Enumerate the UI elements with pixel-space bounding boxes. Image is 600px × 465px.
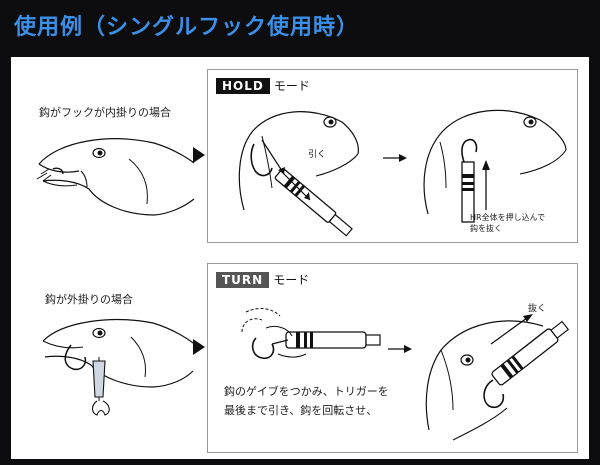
turn-description: 鈎のゲイブをつかみ、トリガーを 最後まで引き、鈎を回転させ、 bbox=[224, 382, 389, 420]
hold-mode-box: HOLD モード bbox=[207, 69, 578, 243]
turn-mode-suffix: モード bbox=[273, 273, 310, 287]
hold-mode-name: HOLD bbox=[216, 77, 270, 94]
hold-caption: 鈎がフックが内掛りの場合 bbox=[39, 106, 171, 119]
hold-mode-suffix: モード bbox=[273, 79, 310, 93]
arrow-right-icon bbox=[388, 345, 412, 353]
arrow-right-icon bbox=[193, 147, 205, 163]
turn-step2-illustration bbox=[425, 314, 570, 441]
instruction-panel: 鈎がフックが内掛りの場合 HOLD モード bbox=[11, 57, 589, 459]
hold-mode-tag: HOLD モード bbox=[216, 77, 310, 94]
turn-mode-tag: TURN モード bbox=[216, 271, 309, 288]
hold-row: 鈎がフックが内掛りの場合 HOLD モード bbox=[11, 57, 589, 257]
turn-mode-name: TURN bbox=[216, 271, 270, 288]
hold-pull-label: 引く bbox=[308, 150, 327, 160]
turn-pull-label: 抜く bbox=[528, 304, 547, 314]
hold-note-line1: HR全体を押し込んで bbox=[470, 213, 546, 222]
fish-outside-hook-illustration bbox=[42, 318, 194, 416]
turn-desc-line1: 鈎のゲイブをつかみ、トリガーを bbox=[224, 385, 389, 398]
hold-step1-illustration bbox=[238, 111, 359, 237]
turn-desc-line2: 最後まで引き、鈎を回転させ、 bbox=[224, 404, 378, 417]
arrow-right-icon bbox=[193, 339, 205, 355]
hold-note-line2: 鈎を抜く bbox=[470, 224, 502, 233]
hold-note: HR全体を押し込んで 鈎を抜く bbox=[470, 212, 545, 234]
arrow-right-icon bbox=[383, 154, 407, 162]
fish-inside-hook-illustration bbox=[36, 138, 195, 216]
hold-step2-illustration bbox=[423, 109, 567, 223]
turn-caption: 鈎が外掛りの場合 bbox=[45, 293, 133, 306]
page-title: 使用例（シングルフック使用時） bbox=[14, 15, 360, 40]
turn-step1-illustration bbox=[241, 308, 381, 360]
turn-mode-box: TURN モード 鈎のゲ bbox=[207, 263, 578, 453]
turn-row: 鈎が外掛りの場合 TURN モード bbox=[11, 261, 589, 459]
